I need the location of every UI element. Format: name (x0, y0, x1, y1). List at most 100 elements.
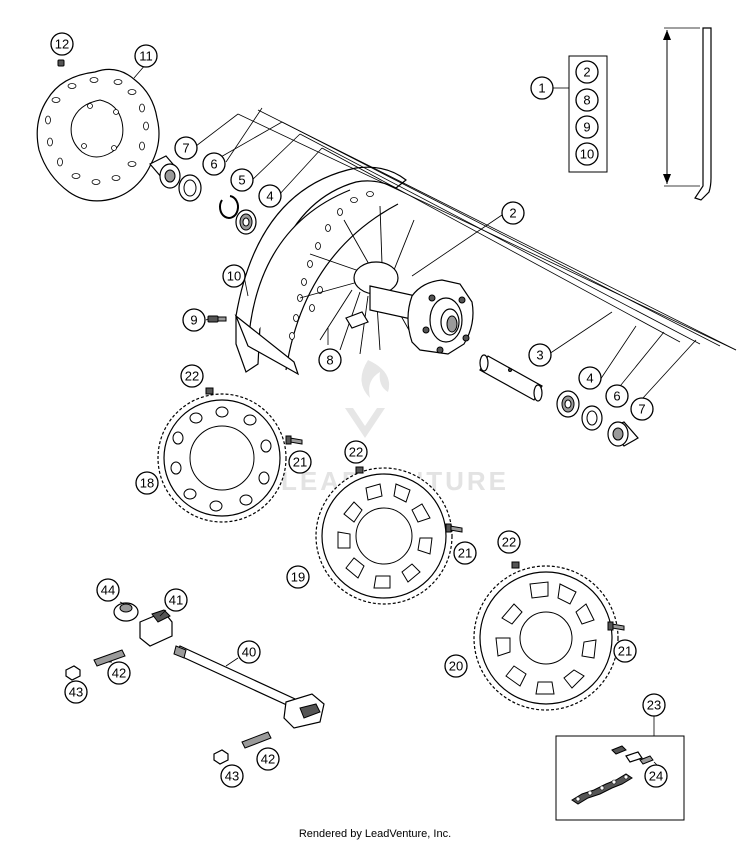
sprocket-screw-3[interactable] (607, 621, 625, 631)
brake-disc[interactable] (36, 68, 160, 202)
callout-20[interactable]: 20 (444, 654, 468, 678)
svg-text:6: 6 (210, 157, 217, 172)
chain-box (555, 735, 685, 821)
callout-44[interactable]: 44 (96, 578, 120, 602)
sprocket-small[interactable] (157, 393, 287, 523)
seal-right[interactable] (581, 405, 603, 431)
svg-text:21: 21 (458, 546, 472, 561)
seal-left[interactable] (178, 174, 202, 202)
callout-22-b[interactable]: 22 (344, 440, 368, 464)
lock-nut-2[interactable] (213, 749, 229, 765)
callout-10-kit[interactable]: 10 (575, 142, 599, 166)
bearing-right[interactable] (556, 390, 580, 418)
disc-screw[interactable] (57, 59, 65, 67)
callout-21-c[interactable]: 21 (613, 639, 637, 663)
svg-text:43: 43 (69, 685, 83, 700)
callout-12[interactable]: 12 (50, 32, 74, 56)
callout-42-a[interactable]: 42 (107, 661, 131, 685)
callout-8-spoke[interactable]: 8 (318, 348, 342, 372)
svg-text:44: 44 (101, 583, 115, 598)
svg-text:22: 22 (349, 445, 363, 460)
sprocket-nut-3[interactable] (511, 561, 520, 569)
watermark-flame-icon (361, 360, 390, 398)
callout-21-a[interactable]: 21 (288, 450, 312, 474)
callout-40[interactable]: 40 (237, 640, 261, 664)
callout-1[interactable]: 1 (530, 76, 554, 100)
svg-text:20: 20 (449, 659, 463, 674)
callout-5[interactable]: 5 (230, 168, 254, 192)
callout-7-right[interactable]: 7 (630, 397, 654, 421)
callout-23[interactable]: 23 (642, 693, 666, 717)
svg-text:2: 2 (583, 65, 590, 80)
distance-tube[interactable] (479, 354, 543, 402)
svg-text:5: 5 (238, 173, 245, 188)
callout-24[interactable]: 24 (644, 764, 668, 788)
spacer-left[interactable] (149, 155, 181, 189)
svg-text:8: 8 (583, 93, 590, 108)
svg-text:8: 8 (326, 353, 333, 368)
callout-6-right[interactable]: 6 (605, 384, 629, 408)
circlip[interactable] (218, 195, 239, 219)
svg-text:22: 22 (185, 369, 199, 384)
svg-text:7: 7 (182, 141, 189, 156)
svg-text:9: 9 (583, 120, 590, 135)
wheel-rim[interactable] (234, 166, 407, 376)
callout-2-kit[interactable]: 2 (575, 60, 599, 84)
bearing-left[interactable] (235, 209, 257, 235)
callout-21-b[interactable]: 21 (453, 541, 477, 565)
svg-text:10: 10 (580, 147, 594, 162)
sprocket-large[interactable] (473, 565, 619, 711)
callout-19[interactable]: 19 (286, 565, 310, 589)
callout-42-b[interactable]: 42 (256, 747, 280, 771)
callout-41[interactable]: 41 (164, 588, 188, 612)
callout-7-left[interactable]: 7 (174, 136, 198, 160)
callout-4-right[interactable]: 4 (578, 366, 602, 390)
callout-6-left[interactable]: 6 (202, 152, 226, 176)
callout-43-a[interactable]: 43 (64, 680, 88, 704)
chain[interactable] (571, 773, 633, 805)
callout-22-a[interactable]: 22 (180, 364, 204, 388)
svg-text:40: 40 (242, 645, 256, 660)
svg-text:9: 9 (190, 313, 197, 328)
sprocket-medium[interactable] (315, 467, 453, 605)
callout-9-nipple[interactable]: 9 (182, 308, 206, 332)
callout-18[interactable]: 18 (135, 471, 159, 495)
callout-9-kit[interactable]: 9 (575, 115, 599, 139)
adjusting-screw-2[interactable] (241, 731, 272, 749)
svg-text:4: 4 (266, 189, 273, 204)
wheel-axle[interactable] (173, 645, 325, 729)
sprocket-nut-2[interactable] (355, 466, 364, 474)
spacer-right[interactable] (607, 421, 639, 447)
svg-text:43: 43 (225, 769, 239, 784)
callout-8-kit[interactable]: 8 (575, 88, 599, 112)
svg-text:42: 42 (261, 752, 275, 767)
sprocket-screw-2[interactable] (445, 523, 463, 533)
rear-hub[interactable] (299, 205, 474, 355)
adjusting-screw-1[interactable] (93, 649, 126, 667)
svg-text:22: 22 (502, 535, 516, 550)
spoke-nipple[interactable] (207, 315, 227, 323)
watermark-v-icon (345, 408, 385, 438)
svg-text:6: 6 (613, 389, 620, 404)
svg-text:42: 42 (112, 666, 126, 681)
callout-11[interactable]: 11 (134, 44, 158, 68)
chain-link[interactable] (611, 745, 661, 769)
chain-adjuster[interactable] (139, 609, 173, 647)
lock-nut-1[interactable] (65, 665, 81, 681)
sprocket-nut-1[interactable] (205, 387, 214, 395)
svg-text:1: 1 (538, 81, 545, 96)
callout-2-hub[interactable]: 2 (501, 201, 525, 225)
sprocket-screw-1[interactable] (285, 435, 303, 445)
callout-10-rim[interactable]: 10 (222, 264, 246, 288)
spoke[interactable] (694, 27, 712, 201)
axle-nut[interactable] (113, 602, 139, 622)
callout-4-left[interactable]: 4 (258, 184, 282, 208)
svg-text:4: 4 (586, 371, 593, 386)
callout-43-b[interactable]: 43 (220, 764, 244, 788)
kit-box (568, 55, 608, 173)
callout-22-c[interactable]: 22 (497, 530, 521, 554)
callout-3[interactable]: 3 (528, 343, 552, 367)
svg-text:24: 24 (649, 769, 663, 784)
svg-text:3: 3 (536, 348, 543, 363)
